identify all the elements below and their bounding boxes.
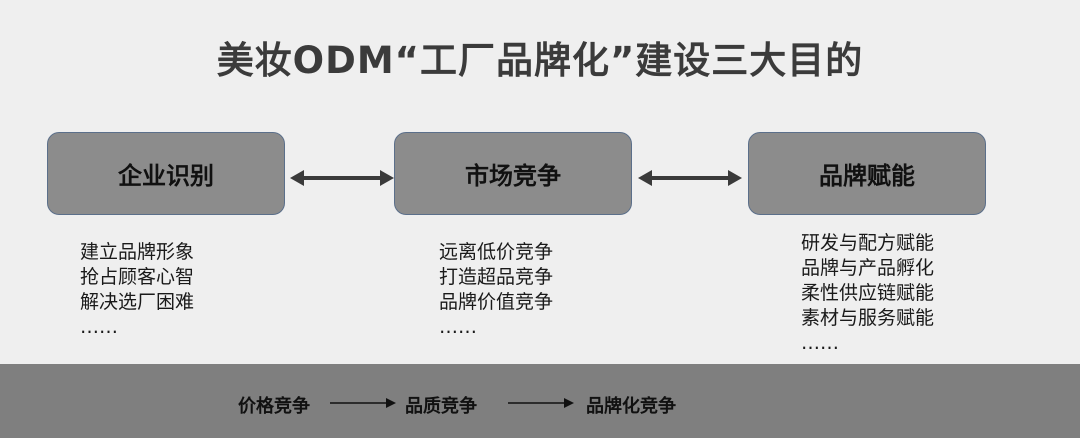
flow-step-brand: 品牌化竞争 xyxy=(586,396,676,417)
list-market-competition: 远离低价竞争 打造超品竞争 品牌价值竞争 …… xyxy=(439,240,553,340)
list-brand-empowerment: 研发与配方赋能 品牌与产品孵化 柔性供应链赋能 素材与服务赋能 …… xyxy=(801,231,934,356)
box-label: 品牌赋能 xyxy=(819,162,915,190)
right-arrow-icon xyxy=(508,398,574,408)
list-item: 柔性供应链赋能 xyxy=(801,282,935,304)
flow-step-quality: 品质竞争 xyxy=(405,396,477,417)
bottom-band xyxy=(0,364,1080,438)
box-brand-empowerment: 品牌赋能 xyxy=(748,132,986,215)
list-item: …… xyxy=(801,332,839,354)
double-arrow-icon xyxy=(290,170,394,186)
box-enterprise-identity: 企业识别 xyxy=(47,132,285,215)
list-item: 远离低价竞争 xyxy=(439,241,554,263)
list-item: …… xyxy=(80,316,118,338)
box-label: 企业识别 xyxy=(118,162,214,190)
list-item: 研发与配方赋能 xyxy=(801,232,935,254)
double-arrow-icon xyxy=(638,170,742,186)
list-item: …… xyxy=(439,316,477,338)
box-market-competition: 市场竞争 xyxy=(394,132,632,215)
list-item: 解决选厂困难 xyxy=(80,291,195,313)
list-item: 素材与服务赋能 xyxy=(801,307,935,329)
list-item: 抢占顾客心智 xyxy=(80,266,195,288)
list-item: 品牌价值竞争 xyxy=(439,291,554,313)
list-item: 打造超品竞争 xyxy=(439,266,554,288)
box-label: 市场竞争 xyxy=(465,162,561,190)
list-item: 品牌与产品孵化 xyxy=(801,257,935,279)
flow-step-price: 价格竞争 xyxy=(238,396,310,417)
list-item: 建立品牌形象 xyxy=(80,241,195,263)
right-arrow-icon xyxy=(330,398,396,408)
list-enterprise-identity: 建立品牌形象 抢占顾客心智 解决选厂困难 …… xyxy=(80,240,194,340)
page-title: 美妆ODM“工厂品牌化”建设三大目的 xyxy=(216,39,864,82)
